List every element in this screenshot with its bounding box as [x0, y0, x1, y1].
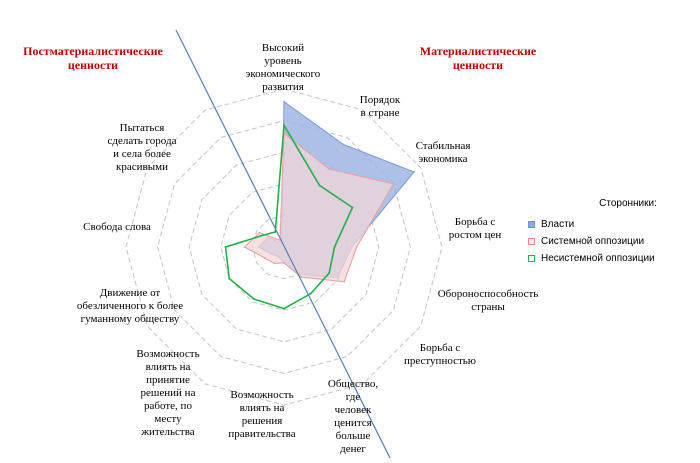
axis-label-order: Порядок в стране [359, 94, 401, 119]
legend-item-nonsystemic-opposition: Несистемной оппозиции [528, 250, 688, 266]
legend-label-authorities: Власти [541, 218, 575, 230]
legend-label-systemic-opposition: Системной оппозиции [541, 235, 645, 247]
legend-item-authorities: Власти [528, 216, 688, 232]
legend: Сторонники: Власти Системной оппозиции Н… [528, 198, 688, 267]
legend-swatch-nonsystemic-opposition [528, 254, 535, 262]
series-2-point-6 [300, 276, 303, 279]
legend-title: Сторонники: [599, 198, 657, 209]
axis-label-influence-workplace: Возможность влиять на принятие решений н… [136, 348, 200, 438]
axis-label-humane-society: Движение от обезличенного к более гуманн… [76, 287, 184, 325]
series-3-point-9 [228, 277, 231, 280]
series-2-point-8 [273, 262, 276, 265]
series-1-point-1 [283, 100, 285, 103]
materialist-group-label: Материалистические ценности [419, 44, 537, 72]
series-3-point-12 [274, 231, 277, 233]
axis-label-beautify-cities: Пытаться сделать города и села более кра… [107, 122, 177, 173]
axis-label-fight-crime: Борьба с преступностью [403, 342, 477, 367]
series-3-point-8 [253, 298, 255, 300]
postmaterialist-group-label: Постматериалистические ценности [23, 44, 163, 72]
series-2-point-2 [328, 168, 330, 170]
series-1-point-2 [342, 143, 345, 146]
legend-swatch-systemic-opposition [528, 237, 535, 245]
legend-swatch-authorities [528, 220, 535, 228]
series-2-point-9 [263, 257, 266, 259]
series-3-point-7 [283, 307, 285, 310]
series-3-point-2 [318, 184, 321, 187]
series-3-point-5 [328, 272, 331, 274]
series-2-point-7 [283, 261, 285, 264]
axis-label-society-people-over-money: Общество, где человек ценится больше ден… [327, 378, 379, 455]
series-3-point-11 [262, 234, 265, 237]
axis-label-influence-government: Возможность влиять на решения правительс… [228, 389, 296, 440]
series-2-point-5 [343, 280, 346, 283]
series-1-point-3 [413, 171, 415, 173]
series-2-point-10 [243, 246, 246, 248]
series-2-point-3 [392, 182, 395, 185]
legend-item-systemic-opposition: Системной оппозиции [528, 233, 688, 249]
grid-ring-5 [125, 88, 443, 406]
axis-label-stable-economy: Стабильная экономика [415, 140, 471, 165]
value-group-divider [175, 29, 391, 459]
series-2-point-4 [355, 246, 358, 248]
series-3-point-1 [283, 124, 285, 127]
axis-label-defense: Обороноспособность страны [437, 288, 539, 313]
axis-label-economic-development: Высокий уровень экономического развития [245, 42, 321, 93]
legend-label-nonsystemic-opposition: Несистемной оппозиции [541, 252, 655, 264]
series-2-point-11 [258, 231, 261, 234]
axis-label-freedom-of-speech: Свобода слова [83, 221, 151, 233]
axis-label-fight-inflation: Борьба с ростом цен [448, 216, 502, 241]
series-3-point-10 [224, 246, 227, 248]
series-3-point-3 [351, 206, 354, 209]
series-3-point-4 [333, 246, 336, 248]
series-3-point-6 [309, 292, 312, 295]
